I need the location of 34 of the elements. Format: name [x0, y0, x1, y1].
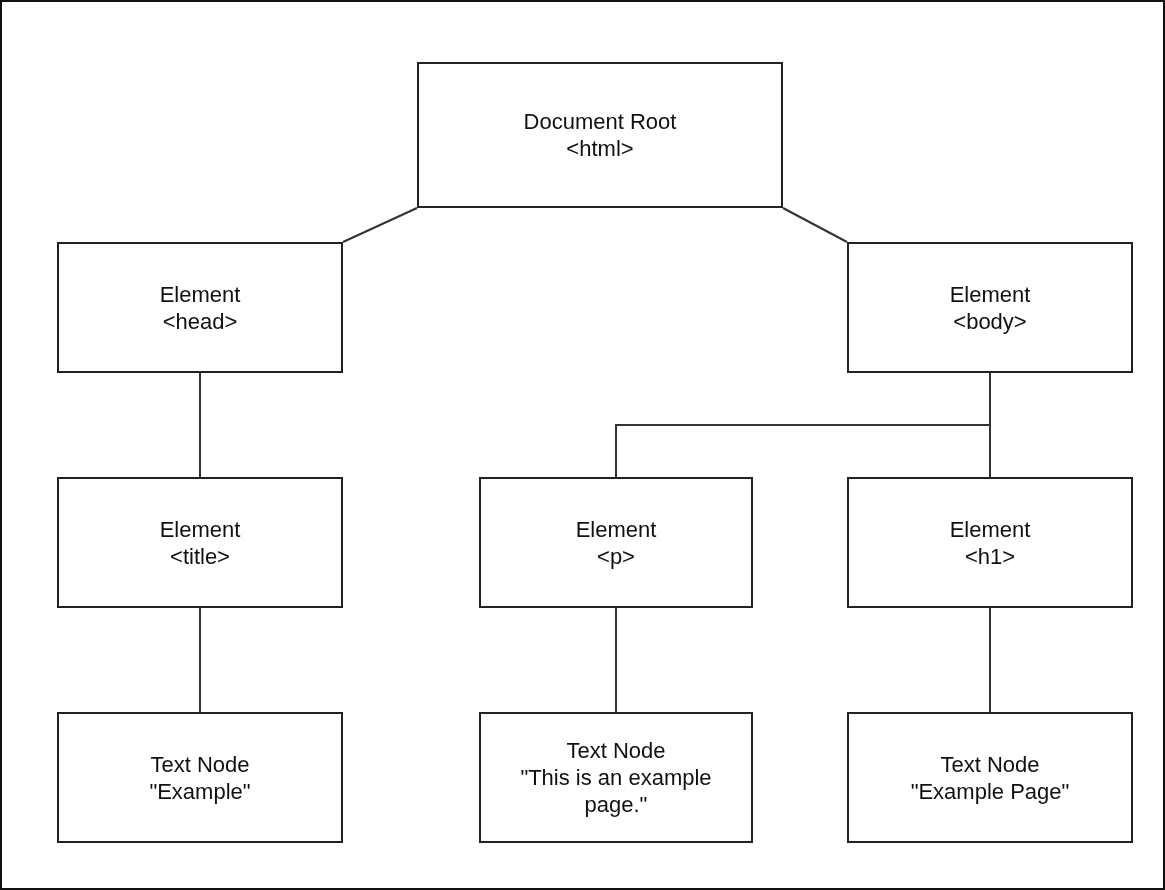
node-value-label: "Example Page" [910, 777, 1070, 805]
tree-node-box [847, 477, 1133, 608]
tree-node-box [57, 477, 343, 608]
connector-line [342, 207, 418, 243]
node-type-label: Element [159, 515, 241, 543]
connector-line [989, 372, 991, 478]
node-value-label: <title> [170, 542, 230, 570]
tree-node-box [57, 712, 343, 843]
tree-node-box [57, 242, 343, 373]
node-value-label: "Example" [149, 777, 251, 805]
node-type-label: Document Root [523, 108, 677, 135]
connector-line [989, 607, 991, 713]
node-value-label: <head> [162, 307, 238, 335]
node-value-label: "This is an example page." [519, 764, 713, 818]
node-value-label: <html> [566, 135, 634, 162]
node-type-label: Element [159, 280, 241, 308]
tree-node-box [479, 477, 753, 608]
connector-line [199, 607, 201, 713]
node-type-label: Text Node [566, 737, 666, 764]
connector-line [199, 372, 201, 478]
tree-node-box [847, 242, 1133, 373]
node-type-label: Text Node [940, 750, 1040, 778]
node-type-label: Text Node [150, 750, 250, 778]
node-type-label: Element [949, 515, 1031, 543]
tree-node-box [417, 62, 783, 208]
connector-line [615, 607, 617, 713]
tree-node-box [847, 712, 1133, 843]
node-value-label: <p> [597, 542, 635, 570]
node-type-label: Element [949, 280, 1031, 308]
connector-line [782, 207, 848, 243]
tree-node-box [479, 712, 753, 843]
node-value-label: <h1> [964, 542, 1016, 570]
node-value-label: <body> [953, 307, 1027, 335]
node-type-label: Element [575, 515, 657, 543]
